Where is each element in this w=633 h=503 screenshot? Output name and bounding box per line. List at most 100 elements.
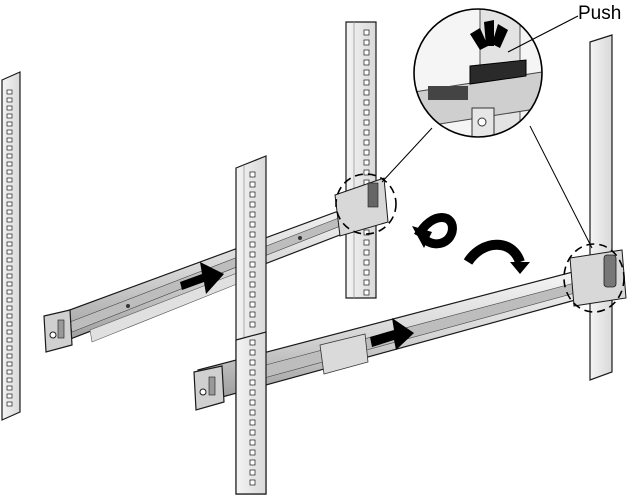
rack-hole (6, 361, 13, 367)
rack-hole (6, 337, 13, 343)
rack-hole (249, 389, 256, 396)
rack-hole (249, 409, 256, 416)
rack-hole (6, 401, 13, 407)
upper-rail-rear-bracket (334, 177, 389, 237)
detail-circle-rear (335, 173, 397, 235)
lower-rail-front-bracket (193, 365, 225, 411)
rack-hole (6, 193, 13, 199)
rack-hole (363, 229, 370, 236)
rack-hole (6, 345, 13, 351)
lower-rail-rear-bracket (569, 249, 627, 307)
curved-arrow-icon-left (412, 213, 457, 249)
rack-hole (6, 97, 13, 103)
rack-hole (6, 217, 13, 223)
zoom-detail (413, 8, 543, 138)
rack-hole (6, 297, 13, 303)
rack-hole (363, 119, 370, 126)
callout-line-left (381, 127, 433, 183)
rack-hole (249, 359, 256, 366)
rack-hole (249, 241, 256, 248)
push-right-arrow-lower (370, 318, 414, 350)
rack-hole (6, 145, 13, 151)
rack-hole (249, 201, 256, 208)
push-right-arrow-upper (180, 262, 224, 294)
rack-hole (6, 209, 13, 215)
push-burst-icon (470, 20, 508, 50)
rack-hole (363, 69, 370, 76)
push-label: Push (578, 3, 622, 24)
rear-middle-post (345, 21, 377, 299)
rack-hole (6, 393, 13, 399)
rack-hole (363, 289, 370, 296)
rack-hole (249, 321, 256, 328)
rack-hole (249, 301, 256, 308)
rack-hole (249, 399, 256, 406)
rack-hole (249, 221, 256, 228)
rack-hole (6, 201, 13, 207)
curved-arrow-icon-right (463, 239, 530, 274)
rack-hole (6, 233, 13, 239)
rack-hole (6, 385, 13, 391)
rack-hole (363, 89, 370, 96)
rack-hole (6, 129, 13, 135)
rack-hole (6, 305, 13, 311)
rack-hole (249, 459, 256, 466)
rack-hole (249, 281, 256, 288)
rack-hole (6, 321, 13, 327)
rack-hole (249, 419, 256, 426)
rack-hole (6, 169, 13, 175)
rack-hole (363, 169, 370, 176)
rack-hole (6, 105, 13, 111)
rack-hole (6, 265, 13, 271)
rack-hole (6, 369, 13, 375)
rack-hole (363, 139, 370, 146)
rack-hole (249, 211, 256, 218)
rack-hole (363, 159, 370, 166)
upper-rail-front-bracket (43, 309, 73, 353)
left-post-holes (6, 89, 13, 407)
rack-hole (363, 99, 370, 106)
rack-hole (6, 137, 13, 143)
rack-hole (6, 281, 13, 287)
rack-hole (249, 231, 256, 238)
rack-hole (249, 479, 256, 486)
rack-hole (249, 369, 256, 376)
rack-hole (6, 89, 13, 95)
rack-hole (6, 225, 13, 231)
rack-hole (363, 239, 370, 246)
rack-hole (6, 113, 13, 119)
rack-hole (363, 279, 370, 286)
rack-hole (363, 249, 370, 256)
rack-hole (249, 261, 256, 268)
rack-hole (363, 109, 370, 116)
rack-hole (6, 177, 13, 183)
rack-hole (249, 311, 256, 318)
rack-hole (363, 39, 370, 46)
rack-hole (249, 379, 256, 386)
rack-hole (363, 129, 370, 136)
rack-hole (249, 181, 256, 188)
rack-hole (6, 241, 13, 247)
rack-hole (249, 439, 256, 446)
rack-hole (249, 429, 256, 436)
rack-hole (249, 449, 256, 456)
rack-hole (363, 149, 370, 156)
front-post-holes (249, 171, 256, 328)
rack-hole (249, 349, 256, 356)
rack-hole (363, 269, 370, 276)
rack-hole (6, 185, 13, 191)
rack-hole (249, 339, 256, 346)
rack-hole (249, 191, 256, 198)
rack-hole (363, 59, 370, 66)
detail-circle-right (563, 243, 625, 313)
rack-hole (249, 251, 256, 258)
rack-hole (6, 257, 13, 263)
callout-line-right (529, 125, 593, 249)
rack-hole (363, 29, 370, 36)
rack-hole (6, 329, 13, 335)
right-rack-post (589, 34, 613, 381)
rack-hole (363, 79, 370, 86)
rack-hole (6, 377, 13, 383)
